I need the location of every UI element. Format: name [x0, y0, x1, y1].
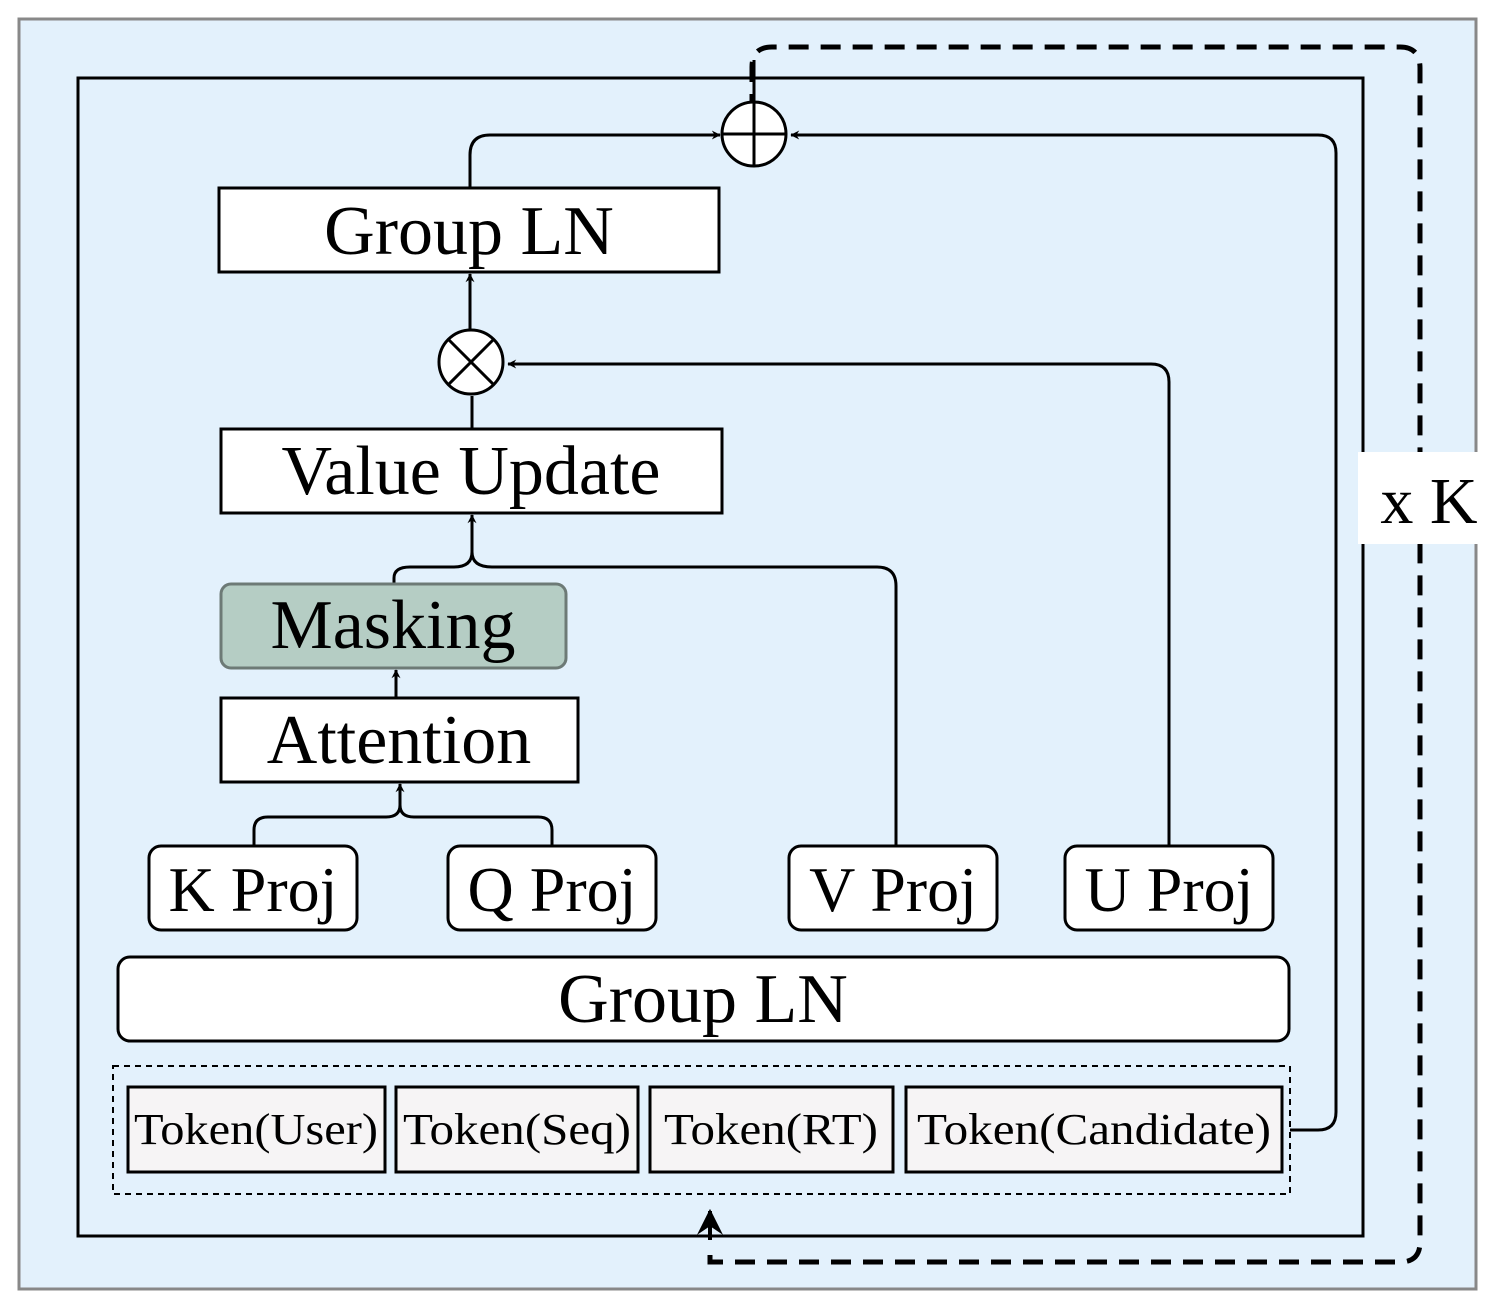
k-proj-label: K Proj: [169, 854, 338, 925]
masking-block: Masking: [219, 582, 568, 670]
layer-frame: [76, 76, 1365, 1238]
k-proj-block: K Proj: [147, 844, 359, 932]
v-proj-label: V Proj: [809, 854, 977, 925]
token-candidate-label: Token(Candidate): [917, 1105, 1271, 1154]
qproj-to-attention-wire: [398, 804, 554, 846]
q-proj-label: Q Proj: [468, 854, 637, 925]
repeat-label: x K: [1380, 465, 1477, 538]
u-proj-label: U Proj: [1085, 854, 1254, 925]
masking-label: Masking: [271, 587, 516, 664]
token-user-label: Token(User): [134, 1105, 378, 1154]
token-seq-label: Token(Seq): [403, 1105, 631, 1154]
value-update-label: Value Update: [281, 433, 660, 510]
token-rt: Token(RT): [648, 1085, 895, 1174]
repeat-label-bg: [1358, 452, 1482, 544]
groupln-to-add-wire: [468, 130, 721, 188]
masking-to-valueupdate-wire: [392, 551, 474, 584]
group-ln-bottom-block: Group LN: [116, 955, 1291, 1043]
tokens-group-frame: [112, 1065, 1291, 1195]
add-node: [720, 100, 788, 168]
v-proj-block: V Proj: [787, 844, 999, 932]
kproj-to-attention-wire: [252, 804, 402, 846]
group-ln-bottom-label: Group LN: [558, 961, 848, 1038]
group-ln-top-label: Group LN: [324, 193, 614, 270]
token-candidate: Token(Candidate): [904, 1085, 1284, 1174]
multiply-node: [437, 328, 505, 396]
token-user: Token(User): [126, 1085, 387, 1174]
u-proj-block: U Proj: [1063, 844, 1275, 932]
attention-block: Attention: [219, 696, 580, 784]
q-proj-block: Q Proj: [446, 844, 658, 932]
token-seq: Token(Seq): [394, 1085, 640, 1174]
attention-label: Attention: [267, 702, 531, 779]
token-rt-label: Token(RT): [664, 1105, 878, 1154]
repeat-loop-line: [707, 44, 1423, 1265]
residual-wire: [790, 130, 1338, 1132]
value-update-block: Value Update: [219, 427, 724, 515]
group-ln-top-block: Group LN: [217, 186, 721, 274]
vproj-to-valueupdate-wire: [470, 551, 898, 846]
uproj-to-multiply-wire: [507, 359, 1171, 846]
